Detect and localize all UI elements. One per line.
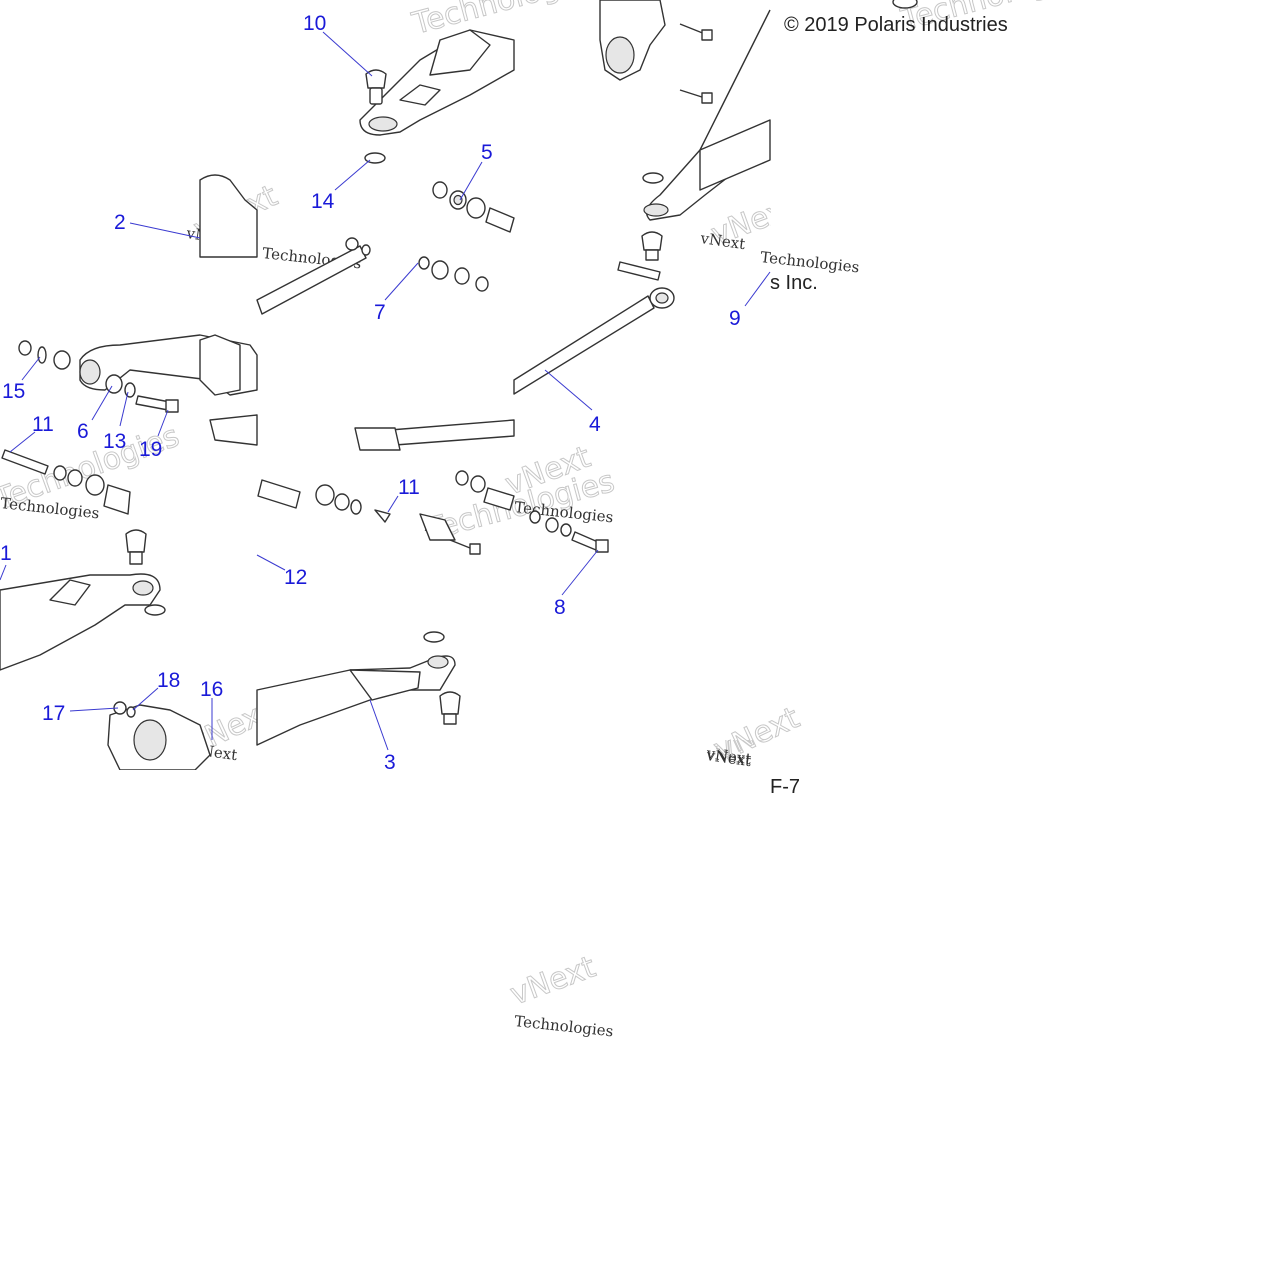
upper-a-arm-front (359, 29, 515, 136)
lower-a-arm-3 (256, 631, 456, 746)
callout-15: 15 (2, 380, 25, 403)
callout-5: 5 (481, 141, 493, 164)
bolt-upper (679, 23, 713, 104)
bushings-6-13 (105, 374, 136, 398)
bolt-19 (135, 395, 179, 413)
ball-joint-10 (365, 69, 387, 105)
bushings-15 (18, 340, 71, 370)
copyright-text: © 2019 Polaris Industries (784, 14, 1008, 36)
callout-11-center: 11 (398, 476, 420, 499)
bolt-8 (529, 510, 609, 553)
callout-labels: 10 14 5 2 7 9 15 6 13 19 11 4 11 8 12 1 … (0, 12, 741, 774)
ball-joint-lower-right (439, 691, 461, 725)
callout-14: 14 (311, 190, 335, 213)
callout-17: 17 (42, 702, 65, 725)
knuckle-upper (599, 0, 918, 81)
callout-2: 2 (114, 211, 126, 234)
lower-a-arm-2 (79, 174, 258, 446)
callout-3: 3 (384, 751, 396, 774)
leader-lines (0, 31, 771, 751)
bolt-11-left (1, 449, 131, 515)
upper-a-arm-rear (642, 9, 771, 221)
tie-rod (354, 419, 515, 451)
callout-6: 6 (77, 420, 89, 443)
callout-1: 1 (0, 542, 12, 565)
ball-joint-9 (641, 231, 663, 261)
callout-7: 7 (374, 301, 386, 324)
watermark-text: Technologies (408, 0, 604, 42)
ball-joint-lower (125, 529, 147, 565)
callout-12: 12 (284, 566, 307, 589)
copyright-tail-text: s Inc. (770, 272, 818, 294)
callout-11-left: 11 (32, 413, 54, 436)
bushings-5 (432, 181, 515, 233)
callout-16: 16 (200, 678, 223, 701)
callout-19: 19 (139, 438, 162, 461)
watermark-text: Technologies (0, 494, 100, 522)
page-ref: F-7 (770, 776, 800, 798)
callout-10: 10 (303, 12, 326, 35)
callout-4: 4 (589, 413, 601, 436)
callout-9: 9 (729, 307, 741, 330)
callout-13: 13 (103, 430, 126, 453)
upper-arm-7 (256, 237, 489, 315)
knuckle-lower (107, 701, 211, 771)
bushings-11-center (257, 470, 515, 523)
lower-a-arm-1 (0, 573, 166, 671)
callout-8: 8 (554, 596, 566, 619)
link-rod-4 (513, 261, 675, 395)
bolt-lower-center (419, 513, 481, 555)
callout-18: 18 (157, 669, 180, 692)
